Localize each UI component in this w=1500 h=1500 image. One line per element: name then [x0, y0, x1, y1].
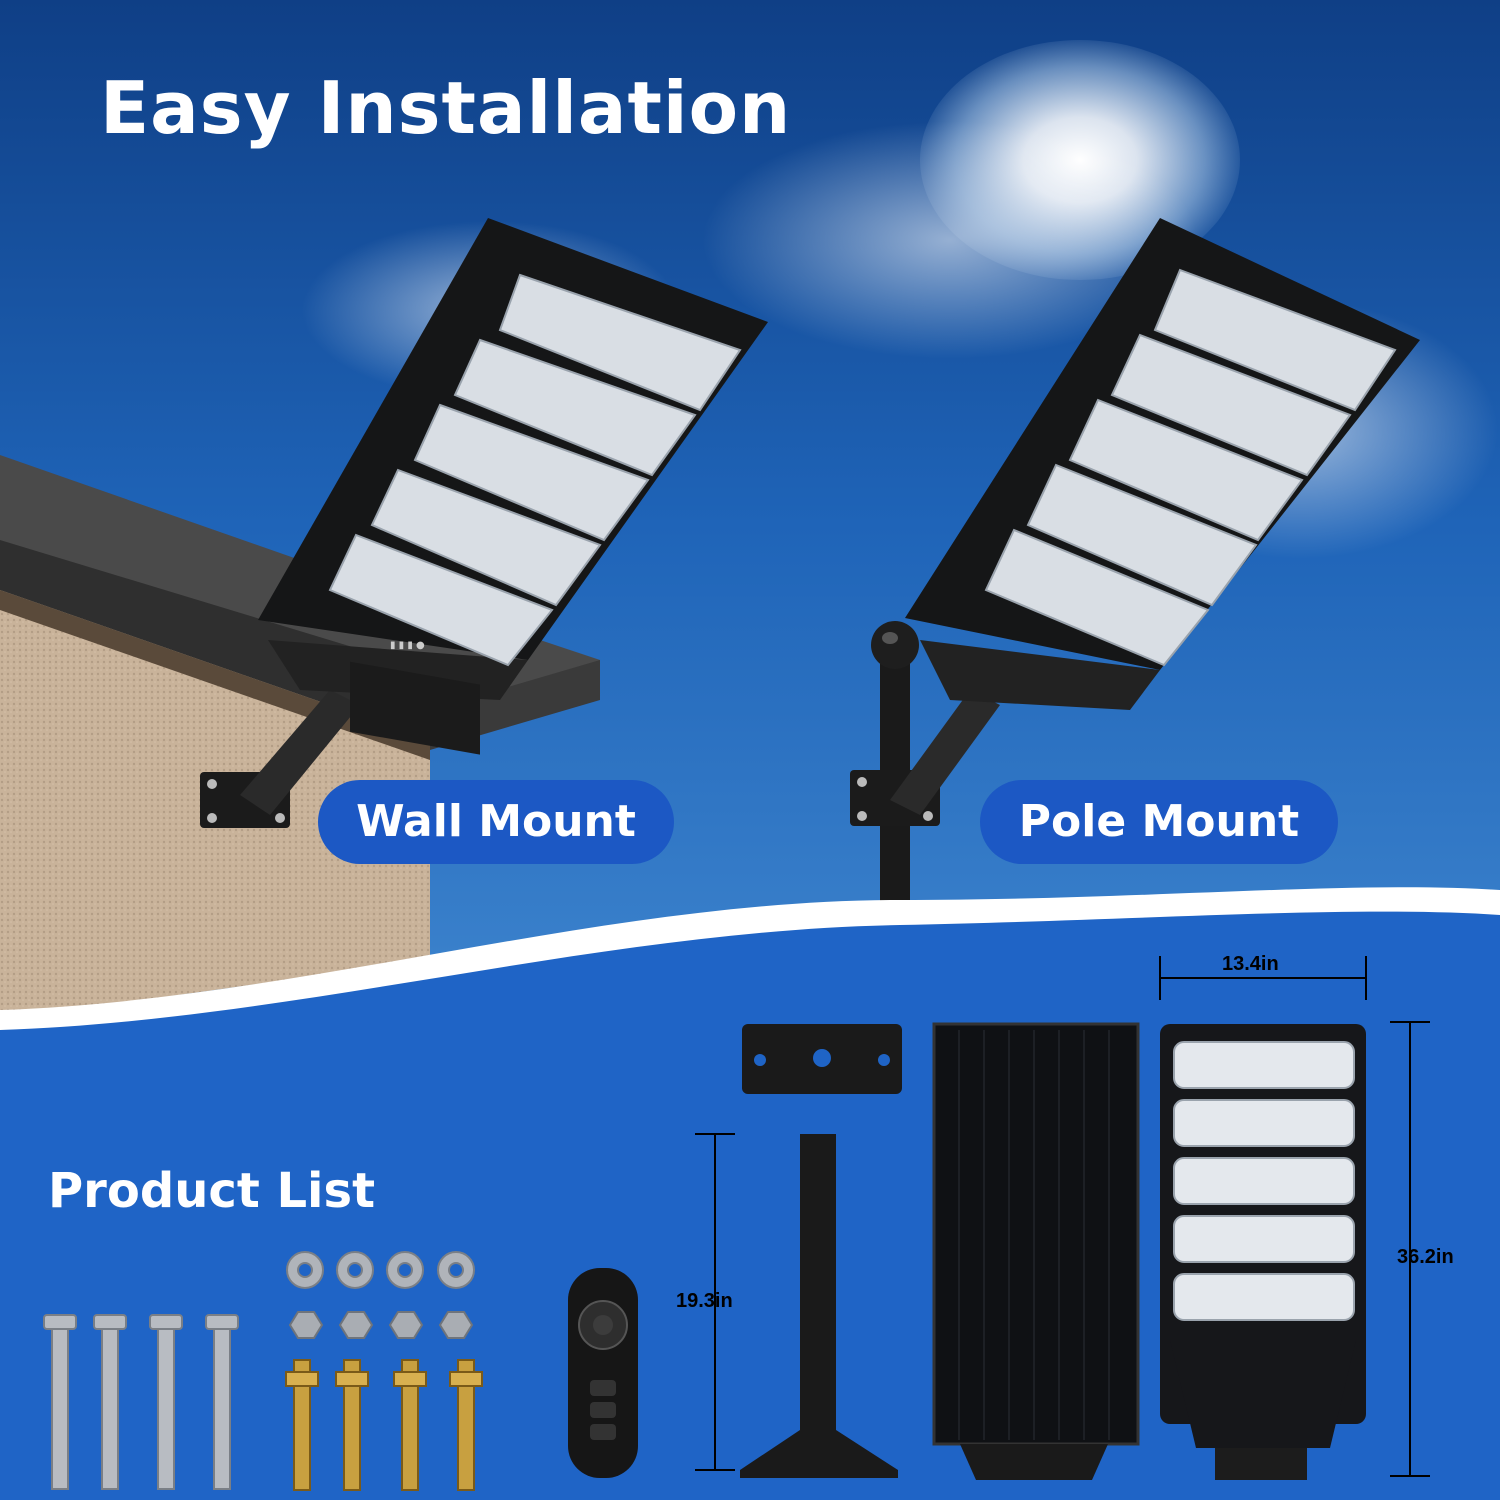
pole-mount-label: Pole Mount	[980, 780, 1338, 864]
nuts	[288, 1311, 474, 1339]
product-list-title: Product List	[48, 1163, 376, 1219]
mounting-bracket	[742, 1024, 902, 1094]
pole-height-dimension	[695, 1133, 735, 1471]
solar-panel	[932, 1022, 1140, 1480]
remote-control	[568, 1268, 638, 1478]
height-dimension-label: 36.2in	[1397, 1246, 1454, 1268]
width-dimension-label: 13.4in	[1222, 953, 1279, 975]
wall-mount-label: Wall Mount	[318, 780, 674, 864]
washers	[286, 1251, 475, 1289]
height-dimension	[1390, 1021, 1430, 1477]
expansion-anchors	[285, 1359, 483, 1491]
bolts	[43, 1314, 239, 1490]
pole-adapter	[740, 1134, 898, 1478]
lamp-front-view	[1160, 1024, 1366, 1480]
pole-height-dimension-label: 19.3in	[676, 1290, 733, 1312]
width-dimension	[1159, 956, 1367, 1000]
page-title: Easy Installation	[100, 66, 792, 150]
svg-text:▮ ▮ ▮ ●: ▮ ▮ ▮ ●	[390, 640, 425, 651]
